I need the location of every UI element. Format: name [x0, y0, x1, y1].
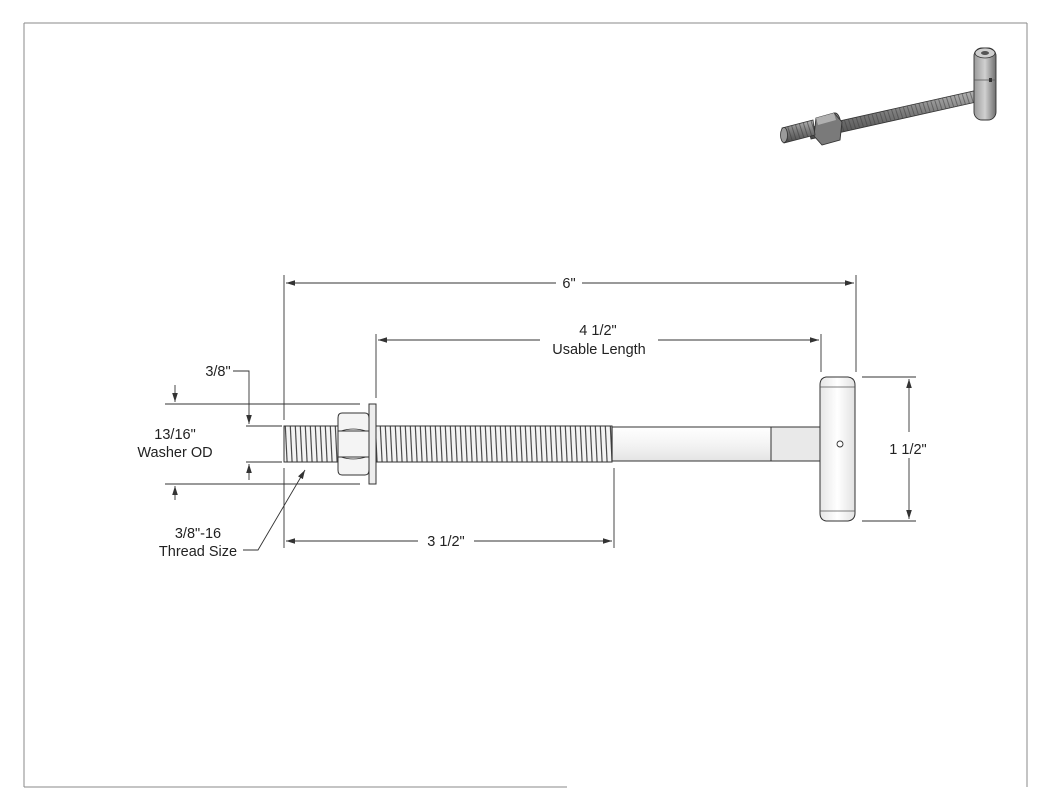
sheet-border: [23, 22, 1028, 788]
leader-thread-size: 3/8"-16 Thread Size: [159, 469, 306, 560]
dimension-washer-od: 13/16" Washer OD: [137, 385, 360, 500]
cross-hole: [836, 440, 844, 448]
dimension-usable-length: 4 1/2" Usable Length: [375, 323, 822, 398]
bolt-front-view: [283, 376, 856, 522]
head-height-label: 1 1/2": [889, 442, 926, 458]
thread-diameter-label: 3/8": [205, 364, 230, 380]
dimension-overall-length: 6": [283, 275, 857, 420]
flat-washer: [368, 403, 377, 485]
bolt-threads-left: [283, 425, 339, 463]
washer-od-caption: Washer OD: [137, 445, 212, 461]
thread-size-caption: Thread Size: [159, 544, 237, 560]
washer-od-value: 13/16": [154, 427, 195, 443]
dimension-thread-diameter: 3/8": [205, 364, 282, 480]
bolt-threads-right: [375, 425, 613, 463]
overall-length-label: 6": [562, 276, 575, 292]
usable-length-caption: Usable Length: [552, 342, 646, 358]
t-head: [819, 376, 856, 522]
thread-length-label: 3 1/2": [427, 534, 464, 550]
thread-size-value: 3/8"-16: [175, 526, 221, 542]
shank-end-band: [770, 426, 821, 462]
hex-nut: [337, 412, 370, 476]
usable-length-value: 4 1/2": [579, 323, 616, 339]
isometric-view-image: [780, 47, 997, 146]
dimension-thread-length: 3 1/2": [283, 468, 615, 550]
dimension-head-height: 1 1/2": [862, 376, 927, 522]
